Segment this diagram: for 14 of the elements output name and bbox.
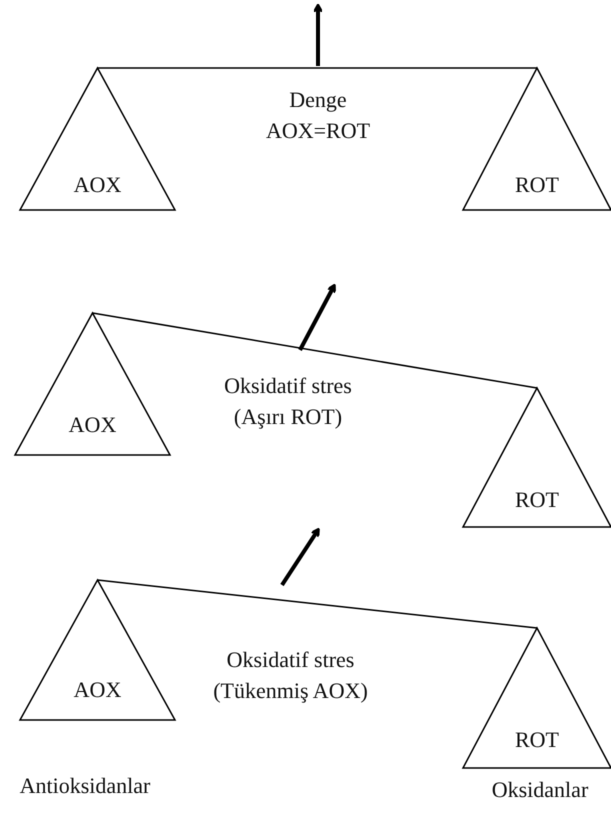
node-label: AOX bbox=[74, 677, 122, 703]
side-label: Antioksidanlar bbox=[18, 772, 152, 800]
state-caption: Oksidatif stres (Tükenmiş AOX) bbox=[212, 646, 369, 705]
state-caption: Denge AOX=ROT bbox=[264, 86, 372, 145]
node-label: ROT bbox=[515, 487, 559, 513]
node-label: AOX bbox=[68, 412, 116, 438]
beam-line bbox=[98, 67, 537, 69]
beam-line bbox=[97, 579, 538, 629]
node-label: AOX bbox=[74, 172, 122, 198]
node-label: ROT bbox=[515, 727, 559, 753]
state-caption: Oksidatif stres (Aşırı ROT) bbox=[223, 372, 353, 431]
side-label: Oksidanlar bbox=[490, 776, 590, 804]
beam-line bbox=[92, 312, 538, 389]
node-label: ROT bbox=[515, 172, 559, 198]
